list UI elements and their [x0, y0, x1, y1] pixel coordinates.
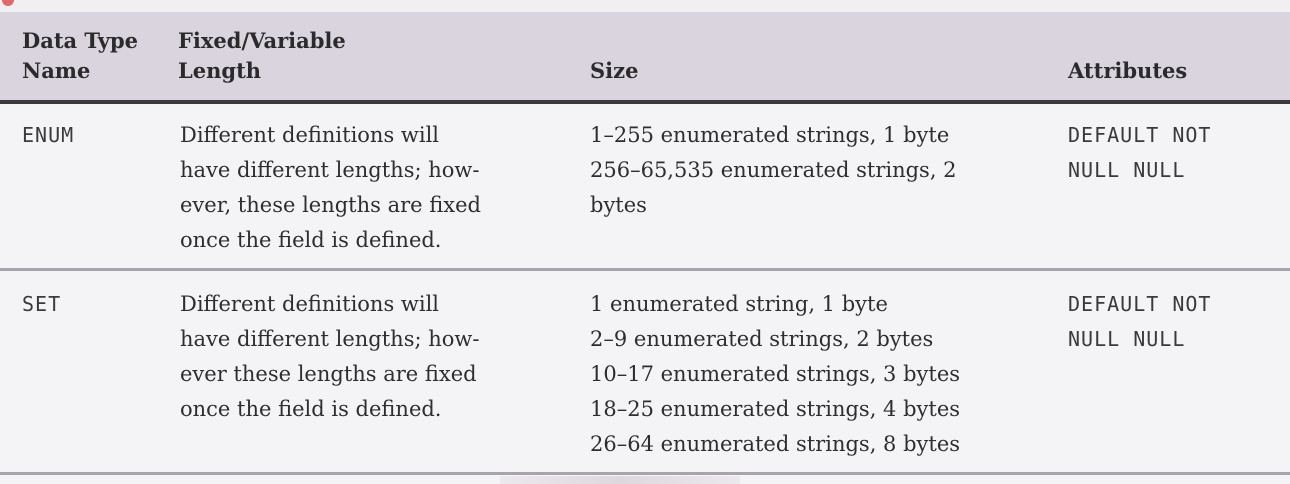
cell-type-name: ENUM	[0, 102, 170, 271]
caption-marker-icon	[2, 0, 14, 6]
size-line: 18–25 enumerated strings, 4 bytes	[590, 397, 961, 421]
size-line: 256–65,535 enumerated strings, 2	[590, 158, 957, 182]
header-size: Size	[580, 12, 1068, 104]
header-attributes-label: Attributes	[1068, 58, 1188, 83]
length-line: ever these lengths are fixed	[180, 362, 477, 386]
header-size-label: Size	[590, 58, 639, 83]
attribute-line: DEFAULT NOT	[1068, 123, 1212, 147]
size-line: 26–64 enumerated strings, 8 bytes	[590, 432, 961, 456]
page-bottom-fragment	[500, 476, 740, 484]
cell-size: 1–255 enumerated strings, 1 byte 256–65,…	[580, 102, 1068, 271]
length-line: ever, these lengths are fixed	[180, 193, 481, 217]
length-line: Different definitions will	[180, 123, 440, 147]
cell-length: Different definitions will have differen…	[170, 269, 580, 475]
length-line: have different lengths; how-	[180, 158, 480, 182]
data-type-table: Data Type Name Fixed/Variable Length Siz…	[0, 12, 1290, 475]
header-length-line2: Length	[178, 58, 262, 83]
length-line: Different definitions will	[180, 292, 440, 316]
length-line: once the field is defined.	[180, 228, 442, 252]
cell-attributes: DEFAULT NOT NULL NULL	[1068, 269, 1290, 475]
size-line: 1–255 enumerated strings, 1 byte	[590, 123, 950, 147]
cell-type-name: SET	[0, 269, 170, 475]
length-line: once the field is defined.	[180, 397, 442, 421]
cell-length: Different definitions will have differen…	[170, 102, 580, 271]
header-attributes: Attributes	[1068, 12, 1290, 104]
attribute-line: NULL NULL	[1068, 158, 1186, 182]
table-row: ENUM Different definitions will have dif…	[0, 102, 1290, 271]
size-line: bytes	[590, 193, 647, 217]
header-name-line1: Data Type	[22, 28, 139, 53]
attribute-line: NULL NULL	[1068, 327, 1186, 351]
header-data-type-name: Data Type Name	[0, 12, 170, 104]
cell-attributes: DEFAULT NOT NULL NULL	[1068, 102, 1290, 271]
attribute-line: DEFAULT NOT	[1068, 292, 1212, 316]
header-fixed-variable-length: Fixed/Variable Length	[170, 12, 580, 104]
type-name: SET	[22, 292, 62, 316]
table-header: Data Type Name Fixed/Variable Length Siz…	[0, 12, 1290, 104]
table-row: SET Different definitions will have diff…	[0, 269, 1290, 475]
header-name-line2: Name	[22, 58, 91, 83]
header-length-line1: Fixed/Variable	[178, 28, 346, 53]
cell-size: 1 enumerated string, 1 byte 2–9 enumerat…	[580, 269, 1068, 475]
table-caption-fragment	[0, 0, 1290, 12]
header-row: Data Type Name Fixed/Variable Length Siz…	[0, 12, 1290, 104]
length-line: have different lengths; how-	[180, 327, 480, 351]
size-line: 2–9 enumerated strings, 2 bytes	[590, 327, 934, 351]
type-name: ENUM	[22, 123, 75, 147]
size-line: 1 enumerated string, 1 byte	[590, 292, 888, 316]
size-line: 10–17 enumerated strings, 3 bytes	[590, 362, 961, 386]
